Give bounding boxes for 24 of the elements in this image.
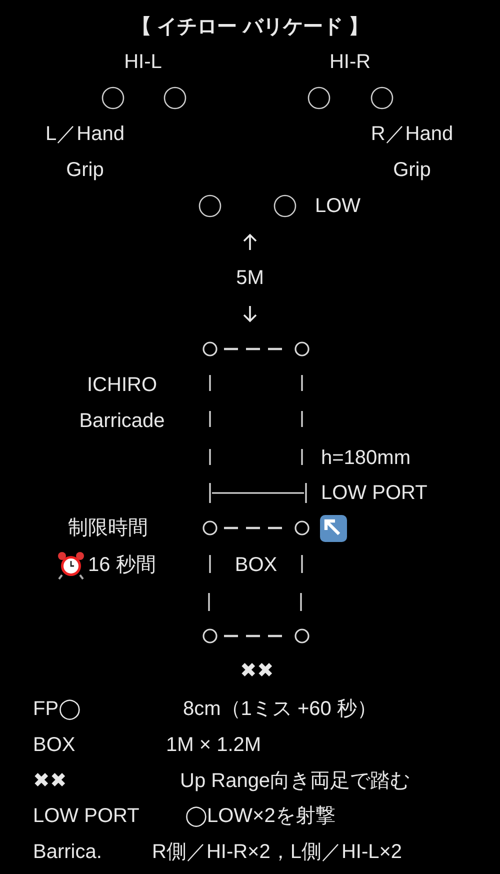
label-text: 5M (236, 266, 264, 291)
label-text: L／Hand Grip (44, 122, 126, 183)
label-text: Up Range向き両足で踏む (180, 769, 410, 794)
title: 【 イチロー バリケード 】 (130, 15, 370, 40)
label-text: HI-R (329, 50, 371, 75)
label-text: BOX (33, 733, 76, 758)
label-text: 16 秒間 (88, 553, 156, 578)
label-text: Barrica. (33, 840, 102, 865)
label-text: LOW PORT (33, 804, 140, 829)
label-text: ICHIRO Barricade (78, 373, 166, 434)
label-text: 8cm（1ミス +60 秒） (183, 697, 377, 722)
cross-marks: ✖✖ (240, 659, 274, 684)
label-text: LOW (315, 194, 361, 219)
label-text: R側／HI-R×2，L側／HI-L×2 (152, 840, 402, 865)
label-text: 制限時間 (68, 516, 148, 541)
label-text: 1M × 1.2M (166, 733, 262, 758)
label-text: LOW PORT (321, 481, 428, 506)
label-text: BOX (234, 553, 278, 578)
label-text: FP◯ (33, 697, 81, 722)
label-text: h=180mm (321, 446, 410, 471)
label-text: R／Hand Grip (370, 122, 454, 183)
label-text: ◯LOW×2を射撃 (185, 804, 336, 829)
label-text: HI-L (124, 50, 162, 75)
cross-marks: ✖✖ (33, 769, 67, 794)
